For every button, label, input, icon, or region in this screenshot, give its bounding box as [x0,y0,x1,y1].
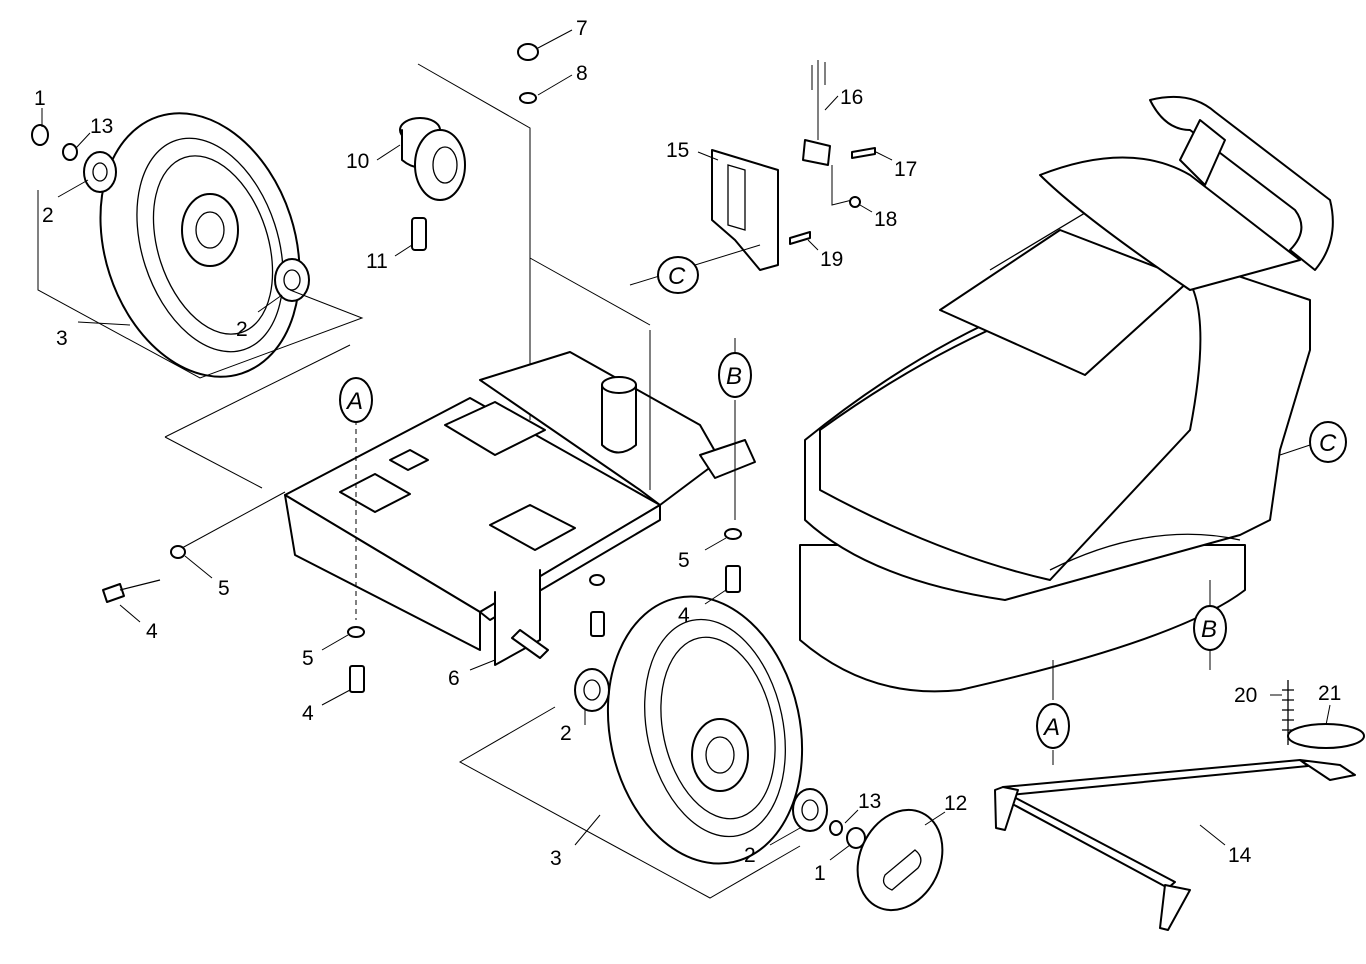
callout-1-bottom: 1 [814,862,826,885]
left-wheel-assembly [31,112,364,379]
callout-13-top: 13 [90,115,113,138]
ref-circle-c-left [657,256,699,294]
callout-1-top: 1 [34,87,46,110]
callout-3-bottom: 3 [550,847,562,870]
callout-7: 7 [576,17,588,40]
switch-bracket [629,60,876,286]
callout-16: 16 [840,86,863,109]
ref-circle-b-top [718,352,752,398]
ref-circle-a-bottom [1036,703,1070,749]
callout-2-bottom-left: 2 [560,722,572,745]
machine-housing [799,95,1334,693]
pedal-pad [1287,723,1365,749]
callout-8: 8 [576,62,588,85]
callout-20: 20 [1234,684,1257,707]
callout-15: 15 [666,139,689,162]
callout-5-left: 5 [218,577,230,600]
callout-11: 11 [366,250,388,273]
chassis-plate [284,351,756,666]
callout-17: 17 [894,158,917,181]
left-bearing-inner [274,258,310,302]
callout-numbers: 1 13 2 3 2 10 11 7 8 15 16 17 18 19 5 4 … [34,17,1341,885]
ref-circle-a-top [339,377,373,423]
callout-4-left: 4 [146,620,158,643]
callout-5-bottom: 5 [302,647,314,670]
chassis-fasteners [102,257,742,693]
ref-circle-c-right [1309,421,1347,463]
ref-circle-b-bottom [1193,605,1227,651]
reference-markers: A B C A B C [339,256,1347,749]
callout-leaders [41,29,1331,861]
callout-6: 6 [448,667,460,690]
callout-19: 19 [820,248,843,271]
callout-2-left: 2 [42,204,54,227]
ref-b-top: B [726,363,742,390]
ref-b-bottom: B [1201,616,1217,643]
callout-5-right: 5 [678,549,690,572]
callout-3-left: 3 [56,327,68,350]
left-bearing-outer [83,151,117,193]
swivel-caster [399,63,531,420]
callout-13-bottom: 13 [858,790,881,813]
callout-14: 14 [1228,844,1252,867]
right-wheel-assembly [458,595,866,899]
ref-a-bottom: A [1042,714,1060,741]
hub-cap [856,808,944,912]
callout-12: 12 [944,792,967,815]
callout-21: 21 [1318,682,1341,705]
ref-a-top: A [345,388,363,415]
callout-4-bottom: 4 [302,702,314,725]
ref-c-right: C [1319,430,1337,457]
callout-2-right-top: 2 [236,318,248,341]
callout-10: 10 [346,150,369,173]
callout-18: 18 [874,208,897,231]
callout-4-right: 4 [678,604,690,627]
left-wheel-hub [181,193,239,267]
nut-7 [517,43,539,61]
left-washer [62,143,78,161]
ref-c-left: C [668,263,686,290]
callout-2-bottom-right: 2 [744,844,756,867]
washer-8 [519,92,537,104]
left-circlip [31,124,49,146]
